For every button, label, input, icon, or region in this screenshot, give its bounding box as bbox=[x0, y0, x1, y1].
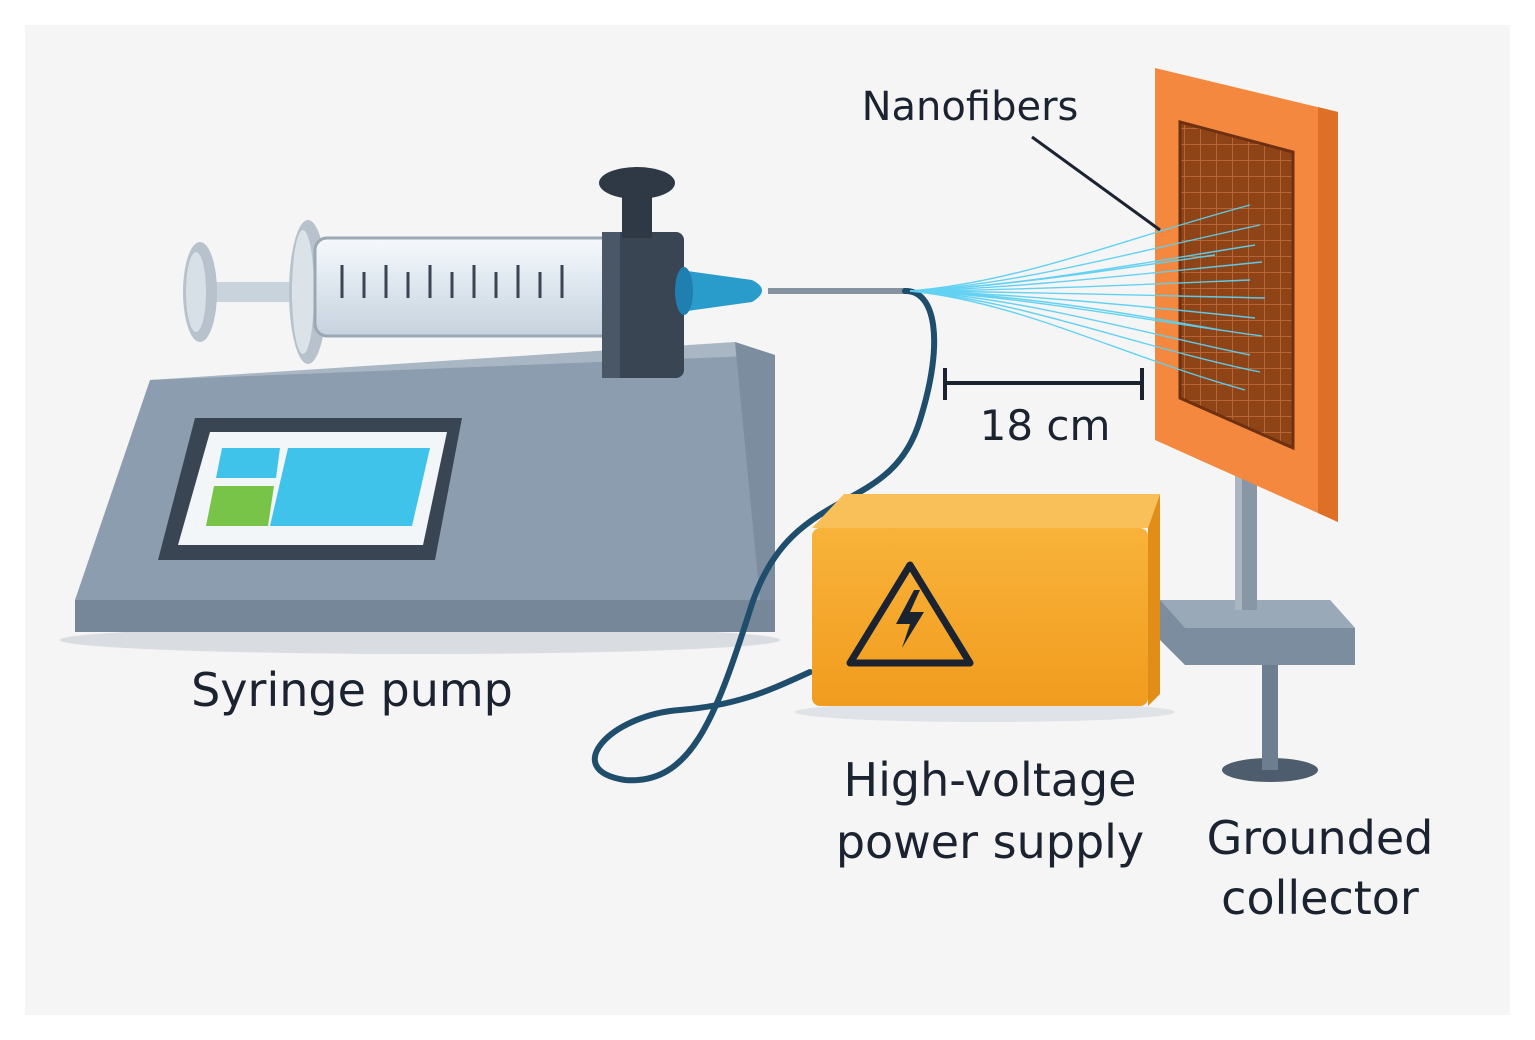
power-supply-label-line1: High-voltage bbox=[844, 753, 1137, 807]
syringe-clamp bbox=[602, 232, 684, 378]
pump-screen-pane-blue-small bbox=[216, 448, 280, 478]
pump-screen-pane-green bbox=[206, 486, 274, 526]
distance-indicator bbox=[943, 368, 1144, 400]
nanofibers-leader-line bbox=[1031, 135, 1161, 232]
nanofiber-mat bbox=[1178, 120, 1295, 451]
nanofibers-label: Nanofibers bbox=[862, 84, 1079, 130]
syringe bbox=[183, 167, 908, 378]
fiber-jet bbox=[909, 204, 1266, 391]
syringe-pump-label: Syringe pump bbox=[191, 663, 513, 717]
power-supply-label-line2: power supply bbox=[836, 815, 1144, 869]
cable bbox=[591, 287, 938, 784]
syringe-pump bbox=[60, 342, 780, 654]
collector-label-line1: Grounded bbox=[1207, 811, 1434, 865]
power-supply-front bbox=[812, 528, 1148, 706]
power-supply bbox=[795, 494, 1175, 722]
distance-label: 18 cm bbox=[980, 401, 1111, 450]
needle bbox=[768, 288, 908, 294]
collector-label-line2: collector bbox=[1221, 871, 1419, 925]
high-voltage-warning-icon bbox=[846, 561, 974, 667]
clamp-knob bbox=[599, 167, 675, 199]
graduation-marks bbox=[340, 265, 564, 298]
needle-hub bbox=[680, 270, 762, 312]
grounded-collector bbox=[1155, 68, 1355, 782]
pump-screen-pane-blue-large bbox=[270, 448, 430, 526]
syringe-barrel bbox=[313, 236, 617, 338]
